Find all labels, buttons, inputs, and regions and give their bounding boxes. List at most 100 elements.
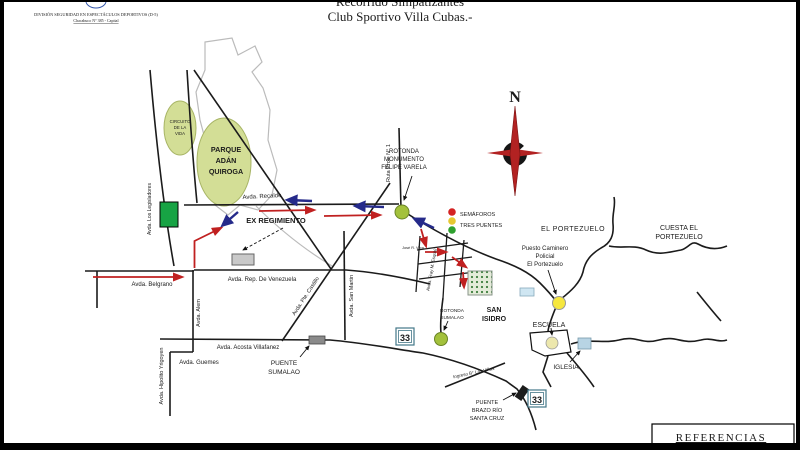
park-circuito-label: VIDA [175,131,185,136]
place-label-iglesia: IGLESIA [553,364,579,371]
road-avda-san-martin [343,230,346,341]
road-lower-right [696,291,722,322]
place-label-puesto-caminero: El Portezuelo [527,262,563,268]
puente-brazo-arrow [502,392,517,401]
page-title: Recorrido Simpatizantes [336,0,464,9]
compass-north-label: N [509,89,521,106]
road-tres-puentes [402,210,557,302]
bridge-puente-sumalao [308,335,326,345]
org-logo-icon [85,0,107,9]
road-cuesta-portezuelo [608,242,728,254]
place-label-escuela: ESCUELA [533,322,566,329]
route-badge-33-a: 33 [395,327,415,346]
road-el-portezuelo [560,196,616,300]
park-adan-quiroga [196,117,252,207]
place-label-san-isidro: ISIDRO [482,316,507,323]
street-label-acosta: Avda. Acosta Villafanez [217,345,280,351]
route-badge-33-b: 33 [527,389,547,408]
street-label-recalde: Avda. Recalde [242,193,282,201]
compass-rose-icon: N [487,89,543,197]
road-avda-recalde [183,203,400,206]
street-label-guemes: Avda. Guemes [179,360,219,366]
road-parallel-north [186,69,198,204]
place-label-el-portezuelo: EL PORTEZUELO [541,226,605,233]
street-label-alem: Avda. Alem [196,299,202,327]
park-adan-quiroga-label: PARQUE [211,145,241,154]
puesto-caminero-arrow [547,269,557,295]
park-circuito-label: DE LA [174,125,187,130]
puesto-caminero-marker [552,296,566,310]
road-diagonal-park [193,69,332,270]
iglesia-arrow [569,350,581,363]
road-ingreso-las-vinas [444,362,506,388]
red-route-arrows [93,205,469,290]
rotonda-sumalao-arrow [443,320,449,331]
street-label-yrigoyen: Avda. Hipolito Yrigoyen [159,348,165,405]
blue-route-arrow [220,211,239,228]
red-route-arrow [193,226,224,268]
place-label-rotonda-sumalao: ROTONDA [440,308,465,314]
street-label-los-legisladores: Avda. Los Legisladores [147,183,153,235]
place-label-puente-brazo: PUENTE [476,400,499,406]
red-route-arrow [458,271,468,290]
traffic-light-icon [448,208,456,234]
blue-route-arrow [411,217,435,230]
place-label-ex-regimiento: EX REGIMIENTO [246,216,306,225]
red-route-arrow [323,210,383,220]
street-label-venezuela: Avda. Rep. De Venezuela [228,277,297,283]
place-label-cuesta-portezuelo: PORTEZUELO [655,234,703,241]
road-avda-venezuela [194,269,431,285]
street-label-ruta-prov-1: Ruta Prov. N° 1 [386,144,392,182]
blue-route-arrows [220,194,435,230]
iglesia-icon [577,337,592,350]
road-acosta-ruta-33 [159,338,537,431]
place-label-rotonda-monumento: FELIPE VARELA [381,165,427,171]
ex-regimiento-building [231,253,255,266]
svg-text:33: 33 [400,333,410,343]
street-label-fray-esquiu: Avda. Fray M. Esquiú [425,248,437,292]
place-label-puente-sumalao: SUMALAO [268,369,300,376]
road-ruta-prov-1 [398,127,402,210]
place-label-puesto-caminero: Policial [535,254,554,260]
place-label-rotonda-monumento: MONUMENTO [384,157,424,163]
park-adan-quiroga-label: ADÁN [216,156,237,165]
road-avda-los-legisladores [149,69,175,267]
referencias-box: REFERENCIAS [651,423,795,450]
red-route-arrow [419,228,428,249]
place-label-cuesta-portezuelo: CUESTA EL [660,225,698,232]
org-name: DIVISIÓN SEGURIDAD EN ESPECTÁCULOS DEPOR… [34,12,158,17]
place-label-semaforos: TRES PUENTES [460,223,503,229]
place-label-semaforos: SEMÁFOROS [460,211,495,218]
route-marker-badge-small [519,287,535,297]
red-route-arrow [451,256,469,269]
road-to-rotonda-sumalao [439,297,444,334]
puente-sumalao-arrow [299,345,310,358]
road-below-escuela-west [542,355,552,388]
place-label-puente-brazo: BRAZO RÍO [472,407,503,414]
escuela-marker [545,336,559,350]
park-adan-quiroga-label: QUIROGA [209,167,243,176]
place-label-san-isidro: SAN [487,307,502,314]
road-avda-castillo [281,182,391,342]
svg-text:33: 33 [532,395,542,405]
rotonda-monumento-arrow [403,175,413,201]
street-label-jose-vera: José R. Vera [402,246,425,250]
blue-route-arrow [284,194,313,207]
blue-route-arrow [352,200,385,213]
place-label-puente-sumalao: PUENTE [271,360,298,367]
rotonda-sumalao-circle [434,332,448,346]
street-label-san-martin: Avda. San Martin [349,275,355,317]
road-east-of-escuela [570,337,728,345]
place-label-puente-brazo: SANTA CRUZ [470,416,505,422]
park-circuito-label: CIRCUITO [170,119,191,124]
place-label-rotonda-monumento: ROTONDA [389,149,419,155]
page-subtitle: Club Sportivo Villa Cubas.- [328,9,473,24]
place-label-rotonda-sumalao: SUMALAO [440,315,464,321]
referencias-title: REFERENCIAS [676,432,766,444]
rotonda-monumento-circle [394,204,410,220]
ex-regimiento-arrow [242,227,284,251]
annotation-arrows [242,175,581,401]
road-below-escuela-east [566,352,595,388]
